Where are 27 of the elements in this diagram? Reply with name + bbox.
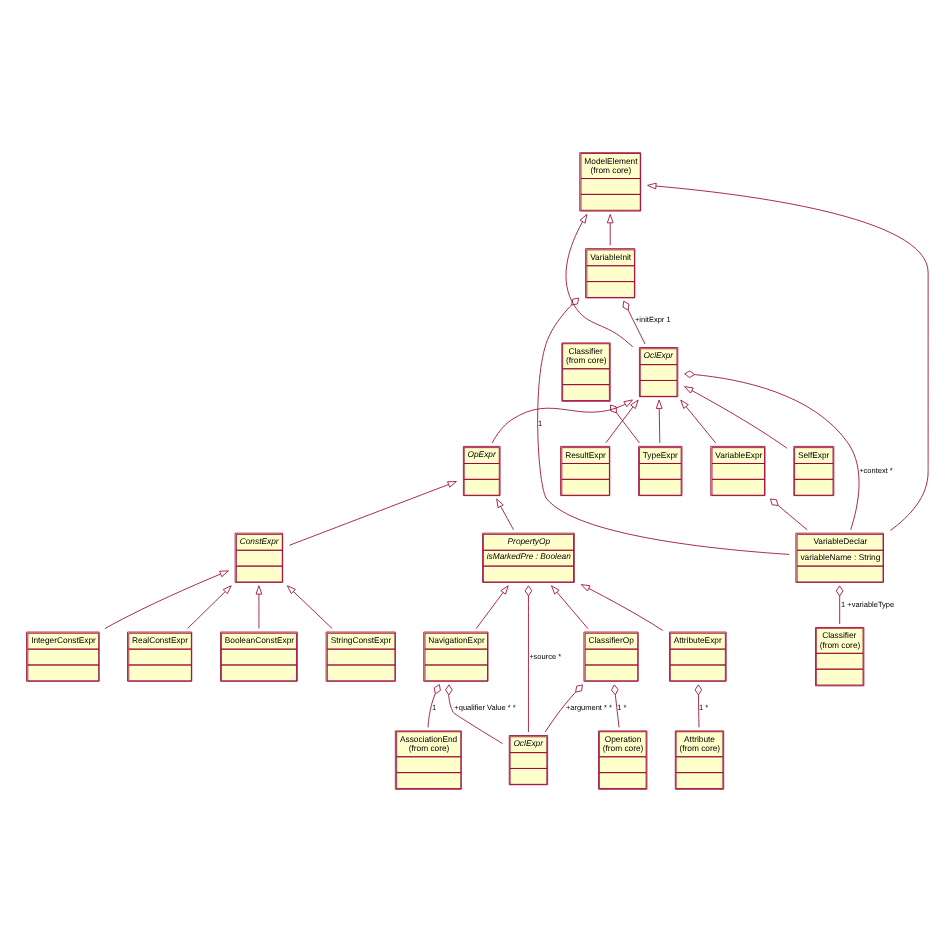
arrow (680, 398, 716, 443)
connector (611, 683, 620, 727)
arrow (475, 584, 509, 628)
arrow (606, 213, 614, 245)
arrow (655, 398, 663, 443)
connector (427, 683, 441, 727)
connector (445, 683, 503, 743)
connector (770, 497, 808, 530)
arrow (286, 584, 333, 628)
connector (835, 584, 844, 624)
arrow (491, 398, 633, 443)
arrow (684, 385, 788, 448)
arrow (551, 584, 589, 628)
arrow (647, 181, 929, 530)
connector (694, 683, 703, 727)
arrow (580, 583, 664, 630)
connector (537, 296, 790, 554)
arrow (104, 569, 229, 628)
connector (622, 299, 646, 344)
connector (544, 683, 583, 732)
arrow (255, 584, 263, 628)
arrow (289, 480, 457, 545)
arrow (565, 213, 634, 347)
connector (684, 369, 860, 530)
arrow (496, 497, 514, 530)
connector (524, 584, 533, 732)
arrow (187, 584, 232, 628)
